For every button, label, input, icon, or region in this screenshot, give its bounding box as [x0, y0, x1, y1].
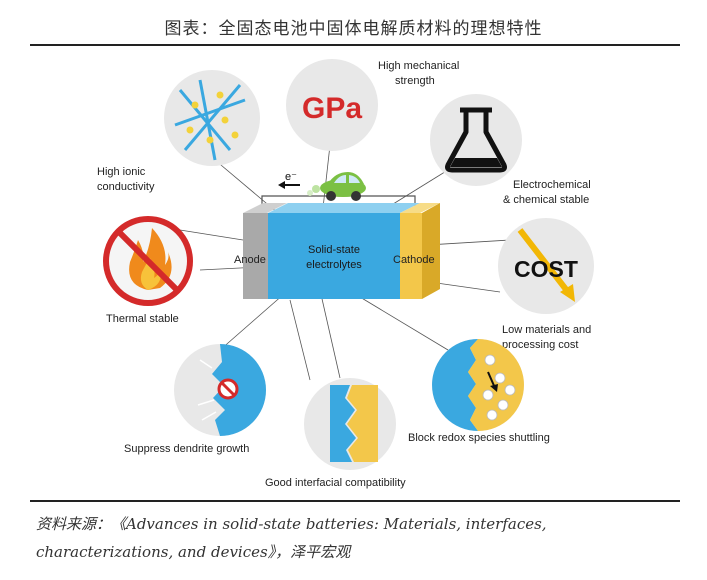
- ionic-label-2: conductivity: [97, 181, 155, 193]
- anode-layer: [243, 213, 268, 299]
- ionic-label-1: High ionic: [97, 166, 146, 178]
- ionic-conductivity-icon: [164, 70, 260, 166]
- flask-icon: [430, 94, 522, 186]
- cathode-label: Cathode: [393, 254, 435, 266]
- gpa-icon: GPa: [286, 59, 378, 151]
- echem-label-2: & chemical stable: [503, 194, 589, 206]
- redox-label: Block redox species shuttling: [408, 432, 550, 444]
- anode-label: Anode: [234, 254, 266, 266]
- dendrite-label: Suppress dendrite growth: [124, 443, 249, 455]
- electrolyte-label-2: electrolytes: [306, 259, 362, 271]
- cost-icon: COST: [498, 218, 594, 314]
- electron-label: e⁻: [285, 171, 297, 183]
- figure-title: 图表：全固态电池中固体电解质材料的理想特性: [164, 19, 543, 39]
- interfacial-label: Good interfacial compatibility: [265, 477, 406, 489]
- mechanical-label-1: High mechanical: [378, 60, 459, 72]
- source-note: 资料来源：《Advances in solid-state batteries:…: [36, 510, 676, 566]
- lowcost-label-1: Low materials and: [502, 324, 591, 336]
- interface-icon: [304, 378, 396, 470]
- redox-blocking-icon: [432, 339, 524, 431]
- top-rule: [30, 44, 680, 46]
- cathode-layer: [400, 213, 422, 299]
- source-line-2: characterizations, and devices》，泽平宏观: [36, 543, 351, 561]
- dendrite-icon: [174, 344, 266, 436]
- fire-prohibited-icon: [103, 216, 193, 306]
- lowcost-label-2: processing cost: [502, 339, 578, 351]
- electrolyte-layer: [268, 213, 400, 299]
- electric-car-icon: [307, 172, 366, 201]
- bottom-rule: [30, 500, 680, 502]
- mechanical-label-2: strength: [395, 75, 435, 87]
- thermal-label: Thermal stable: [106, 313, 179, 325]
- gpa-text: GPa: [302, 92, 362, 125]
- source-line-1: 资料来源：《Advances in solid-state batteries:…: [36, 515, 547, 533]
- battery-block: Anode Solid-state electrolytes Cathode: [234, 203, 440, 299]
- cost-text: COST: [514, 256, 578, 282]
- echem-label-1: Electrochemical: [513, 179, 591, 191]
- electrolyte-label-1: Solid-state: [308, 244, 360, 256]
